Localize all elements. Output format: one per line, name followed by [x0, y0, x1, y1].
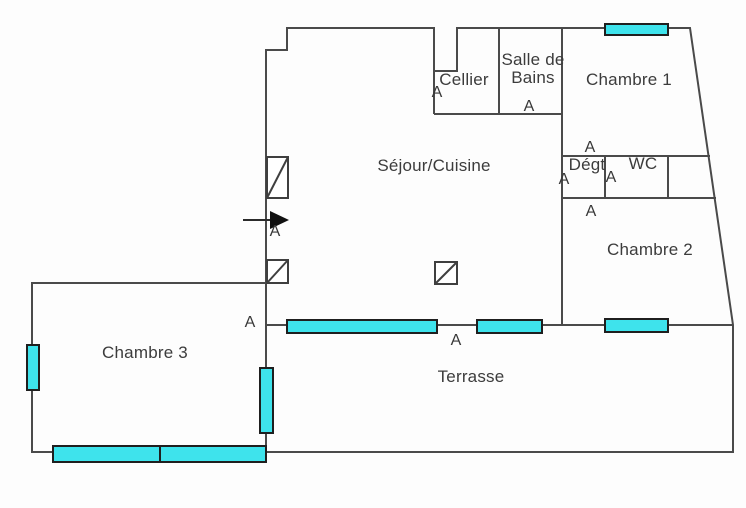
door-symbol-diagonal — [266, 259, 289, 284]
room-label-chambre-3: Chambre 3 — [102, 343, 188, 363]
room-label-wc: WC — [628, 154, 658, 174]
room-label-cellier: Cellier — [439, 70, 489, 90]
room-label-terrasse: Terrasse — [437, 367, 505, 387]
door-symbol-lower — [266, 259, 289, 284]
door-symbol-diagonal — [434, 261, 458, 285]
room-label-degt: Dégt — [568, 155, 606, 175]
marker-a-degt-right: A — [605, 169, 617, 186]
window-chambre1-top — [604, 23, 669, 36]
marker-a-degt-left: A — [558, 171, 570, 188]
door-symbols — [266, 156, 458, 285]
window-chambre3-left — [26, 344, 40, 391]
door-symbol-sejour — [434, 261, 458, 285]
marker-a-salle-de-bains: A — [523, 98, 535, 115]
room-label-chambre-2: Chambre 2 — [607, 240, 693, 260]
marker-a-entrance: A — [269, 223, 281, 240]
room-label-sejour-cuisine: Séjour/Cuisine — [377, 156, 491, 176]
marker-a-terrasse-left: A — [244, 314, 256, 331]
marker-a-chambre2: A — [585, 203, 597, 220]
entrance-arrow-head — [270, 211, 289, 229]
window-terrasse-left — [286, 319, 438, 334]
room-label-salle-de-bains: Salle de Bains — [501, 50, 565, 87]
window-chambre2-bottom — [604, 318, 669, 333]
window-chambre3-right — [259, 367, 274, 434]
marker-a-cellier: A — [431, 84, 443, 101]
entrance-arrow-icon — [243, 211, 289, 229]
marker-a-chambre1: A — [584, 139, 596, 156]
marker-a-terrasse-mid: A — [450, 332, 462, 349]
windows — [26, 23, 669, 463]
door-symbol-upper — [266, 156, 289, 199]
window-chambre3-bottom-right — [159, 445, 267, 463]
window-chambre3-bottom-left — [52, 445, 161, 463]
window-terrasse-mid — [476, 319, 543, 334]
door-symbol-diagonal — [266, 156, 289, 199]
building-outline — [31, 27, 734, 453]
room-label-chambre-1: Chambre 1 — [586, 70, 672, 90]
